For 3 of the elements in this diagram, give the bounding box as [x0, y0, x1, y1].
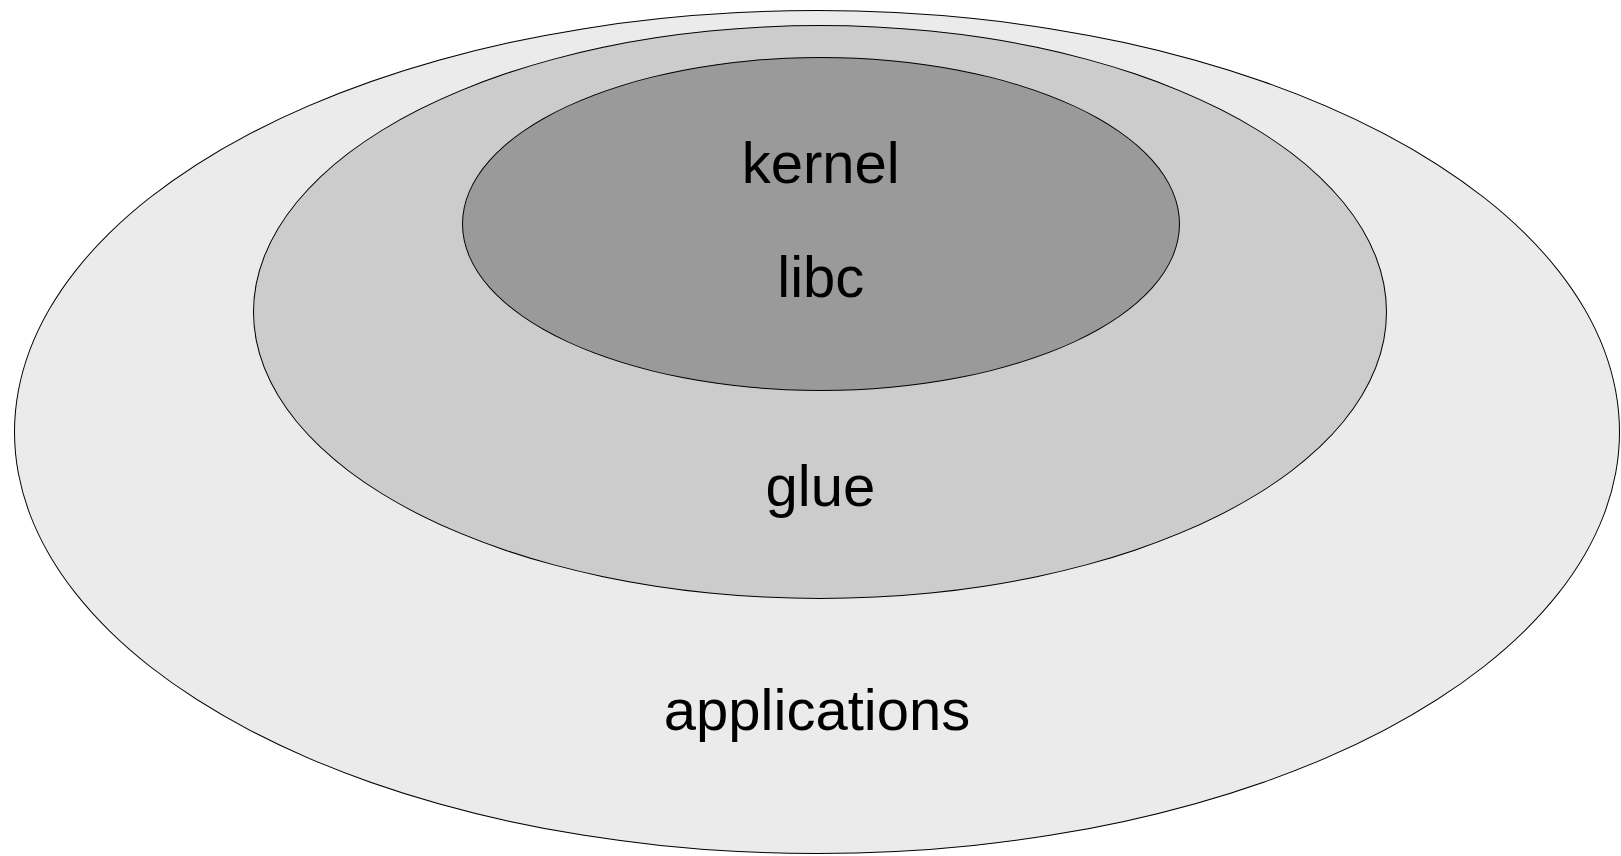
layer-label: kernel [741, 133, 900, 192]
layer-label: glue [765, 457, 876, 516]
layer-label: libc [777, 247, 865, 306]
